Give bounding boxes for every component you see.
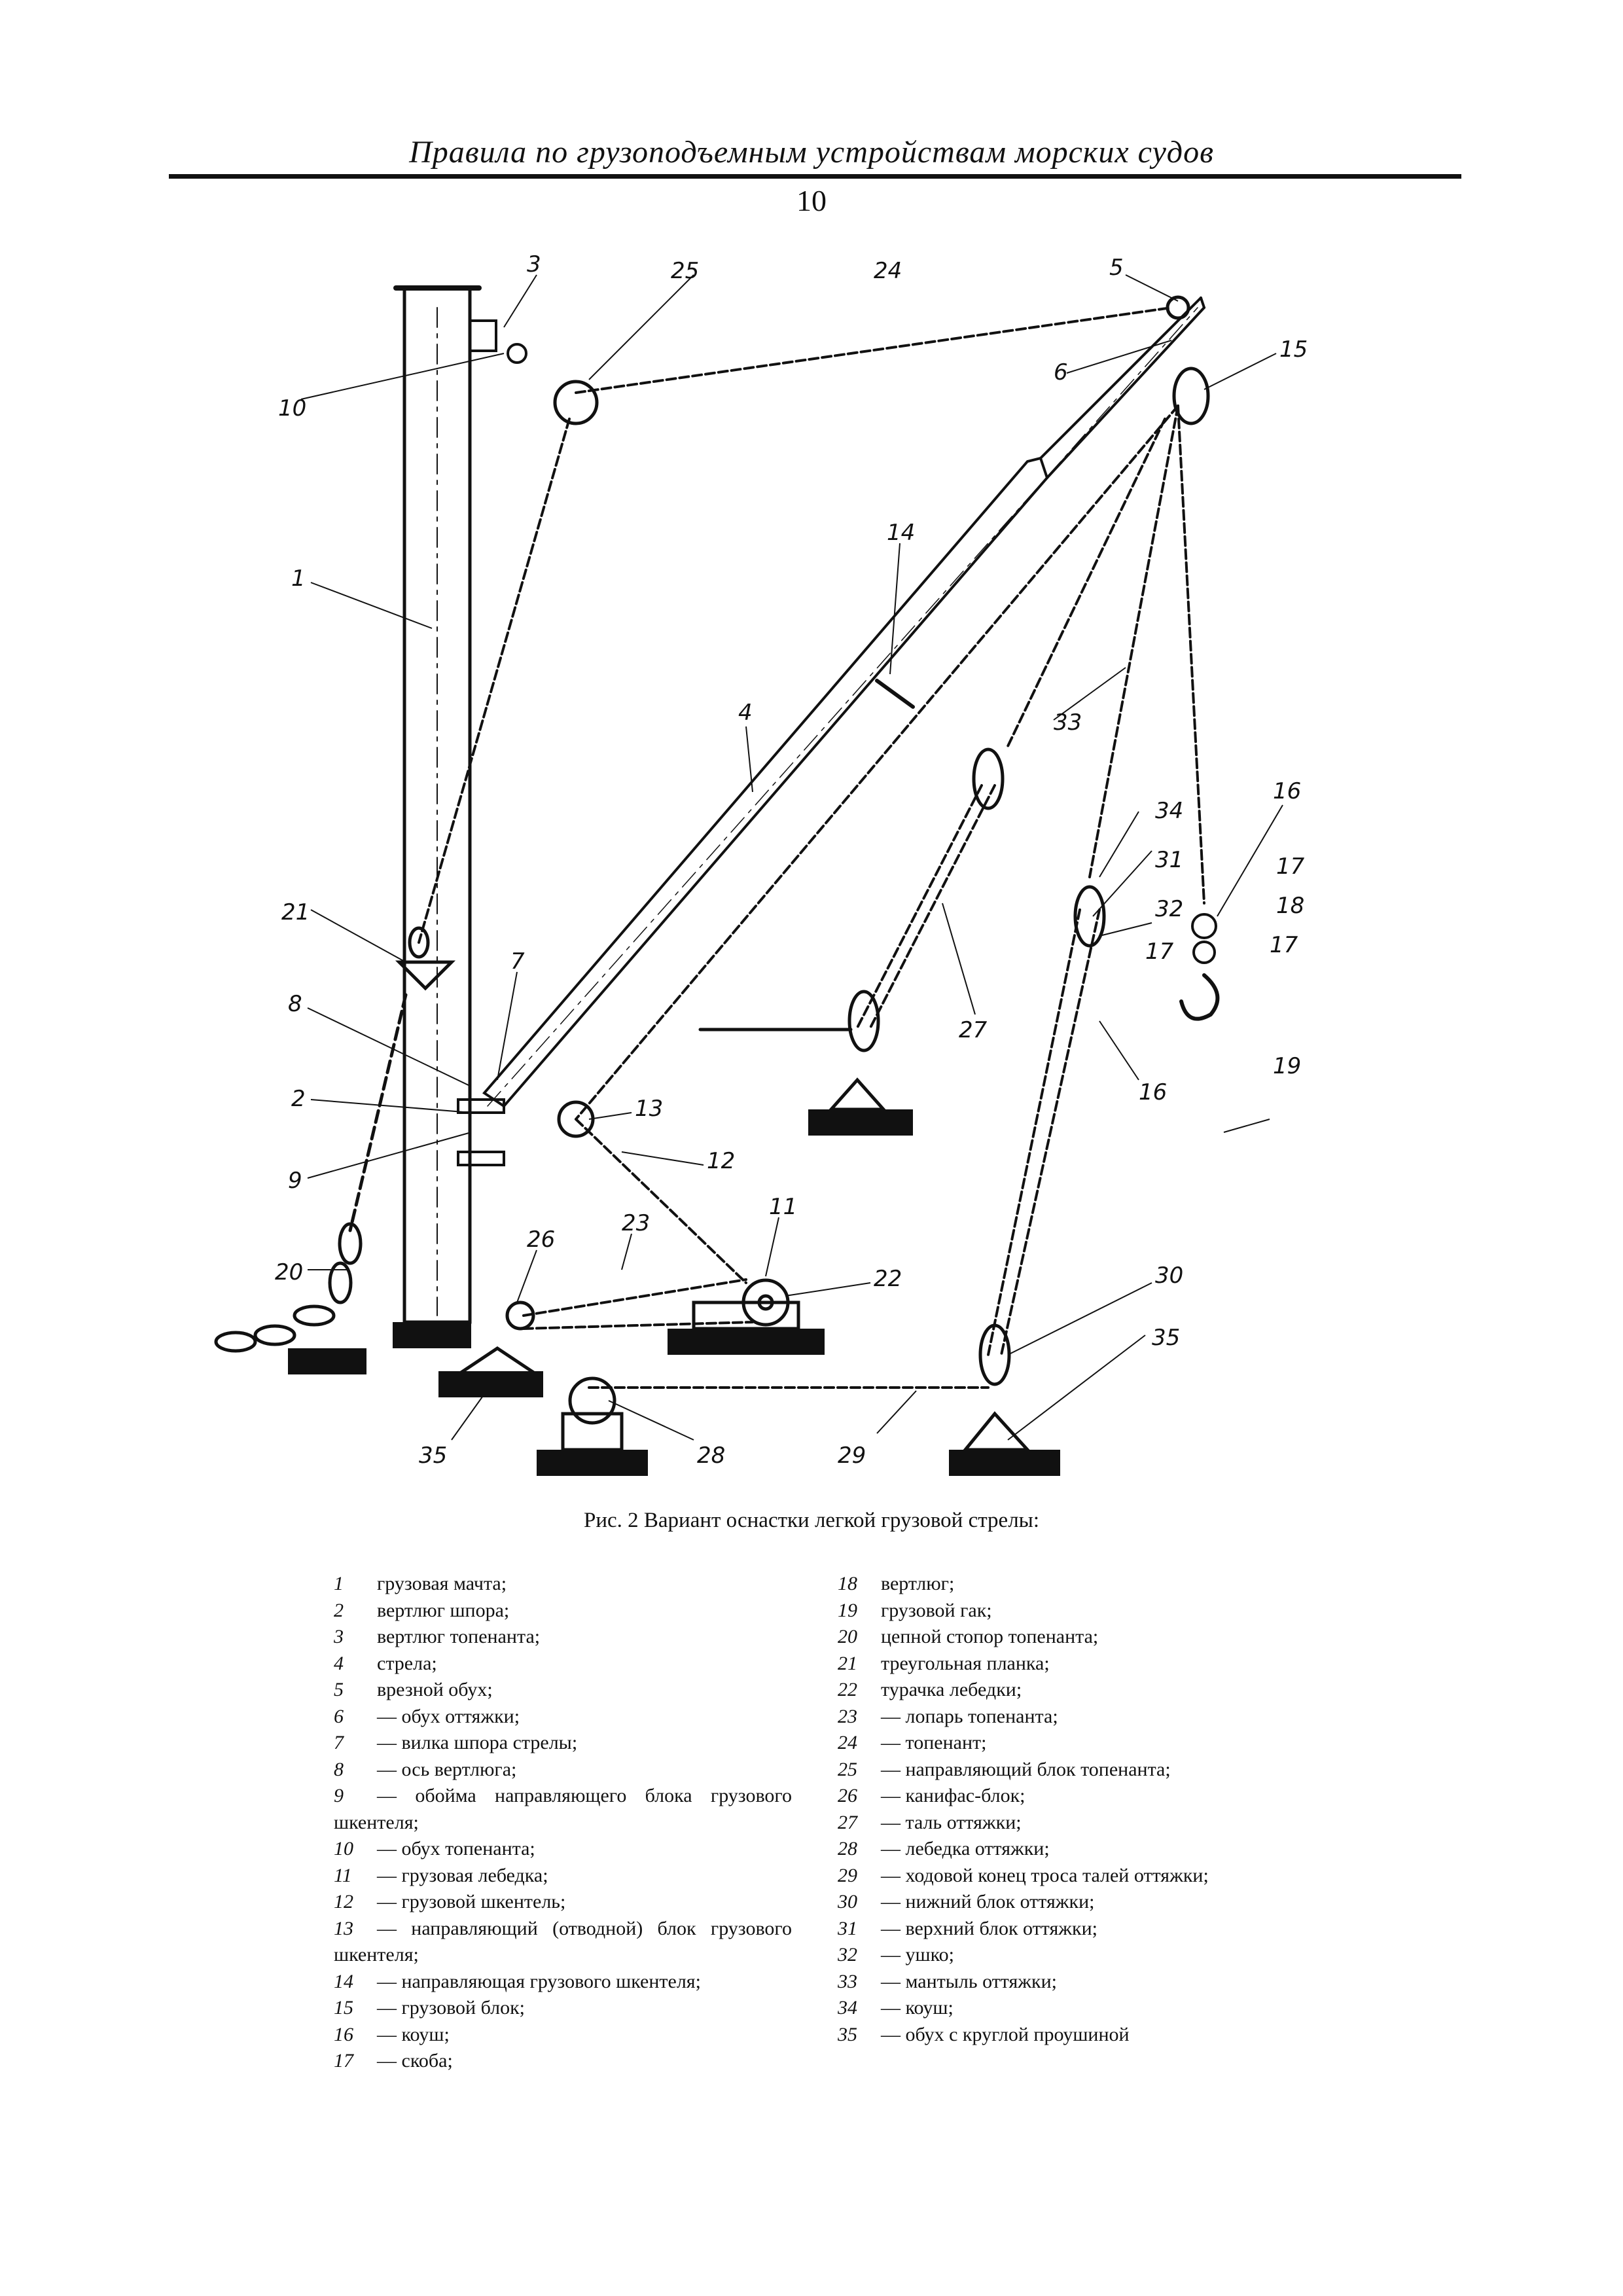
callout-10: 10	[278, 395, 306, 422]
callout-8: 8	[288, 991, 302, 1017]
legend-item: 27— таль оттяжки;	[838, 1811, 1022, 1833]
callout-32: 32	[1155, 896, 1183, 922]
page-number: 10	[796, 184, 827, 217]
legend-item: 6— обух оттяжки;	[334, 1705, 520, 1727]
guy-tackle-middle	[856, 418, 1166, 1029]
callout-1: 1	[291, 565, 306, 592]
cargo-fall-drawing	[575, 404, 1205, 1284]
mast-drawing	[393, 285, 505, 1324]
chain-stopper	[214, 926, 456, 1353]
legend-item: 17— скоба;	[334, 2050, 453, 2072]
legend-item: 24— топенант;	[838, 1732, 987, 1753]
cargo-boom-rigging-drawing: 1 2 3 4 5 6 7 8 9 10 11 12 13 14 15 16 1…	[196, 242, 1361, 1505]
callout-13: 13	[635, 1096, 663, 1122]
callout-7: 7	[510, 948, 525, 975]
legend-item: 11— грузовая лебедка;	[334, 1864, 548, 1886]
legend-item: 7— вилка шпора стрелы;	[334, 1732, 578, 1753]
legend-item: 28— лебедка оттяжки;	[838, 1838, 1050, 1859]
callout-6: 6	[1054, 359, 1068, 386]
legend-item: 16— коуш;	[334, 2023, 450, 2045]
callout-27: 27	[959, 1017, 988, 1043]
callout-35b: 35	[419, 1443, 447, 1469]
legend-item: 25— направляющий блок топенанта;	[838, 1758, 1171, 1780]
callout-19: 19	[1273, 1053, 1301, 1079]
callout-30: 30	[1155, 1263, 1183, 1289]
callout-20: 20	[275, 1259, 303, 1285]
callout-24: 24	[874, 258, 902, 284]
legend-item: 33— мантыль оттяжки;	[838, 1970, 1057, 1992]
legend-item: 34— коуш;	[838, 1997, 954, 2018]
callout-5: 5	[1109, 255, 1124, 281]
legend-item: 30— нижний блок оттяжки;	[838, 1891, 1095, 1912]
callout-21: 21	[281, 899, 310, 925]
callout-14: 14	[887, 520, 915, 546]
legend-item: 35— обух с круглой проушиной	[838, 2023, 1130, 2045]
legend-item: 8— ось вертлюга;	[334, 1758, 517, 1780]
callout-16a: 16	[1273, 778, 1301, 804]
figure-caption: Рис. 2 Вариант оснастки легкой грузовой …	[583, 1509, 1040, 1532]
legend-item: 13— направляющий (отводной) блок грузово…	[334, 1917, 792, 1966]
callout-31: 31	[1155, 847, 1183, 873]
legend-item: 14— направляющая грузового шкентеля;	[334, 1970, 701, 1992]
legend-item: 32— ушко;	[838, 1944, 954, 1965]
callout-16b: 16	[1139, 1079, 1167, 1105]
guy-tackle-right	[987, 404, 1179, 1356]
callout-4: 4	[738, 700, 753, 726]
legend-item: 23— лопарь топенанта;	[838, 1705, 1058, 1727]
callout-12: 12	[707, 1148, 735, 1174]
callout-18: 18	[1276, 893, 1304, 919]
callout-17a: 17	[1276, 853, 1305, 880]
callout-15: 15	[1279, 336, 1308, 363]
callout-35a: 35	[1152, 1325, 1180, 1351]
callout-29: 29	[838, 1443, 866, 1469]
callout-3: 3	[527, 251, 541, 278]
callout-17c: 17	[1145, 939, 1174, 965]
callout-25: 25	[671, 258, 699, 284]
deck-foundations	[288, 1109, 1060, 1476]
topping-lift-drawing	[418, 306, 1173, 944]
legend-item: 12— грузовой шкентель;	[334, 1891, 566, 1912]
legend-item: 9— обойма направляющего блока грузового …	[334, 1785, 792, 1833]
guy-winch-drawing	[561, 1376, 624, 1452]
callout-34: 34	[1155, 798, 1183, 824]
callout-22: 22	[874, 1266, 902, 1292]
callout-26: 26	[527, 1227, 555, 1253]
legend-item: 26— канифас-блок;	[838, 1785, 1026, 1806]
topping-lift-block	[553, 380, 599, 425]
callout-2: 2	[291, 1086, 306, 1112]
callout-11: 11	[769, 1194, 797, 1220]
callout-17b: 17	[1270, 932, 1298, 958]
callout-9: 9	[288, 1168, 302, 1194]
snatch-block	[505, 1300, 535, 1331]
header-rule	[169, 174, 1461, 179]
callout-23: 23	[622, 1210, 650, 1236]
legend-item: 15— грузовой блок;	[334, 1997, 525, 2018]
boom-drawing	[482, 296, 1205, 1108]
legend-item: 10— обух топенанта;	[334, 1838, 535, 1859]
legend-item: 29— ходовой конец троса талей оттяжки;	[838, 1864, 1209, 1886]
callout-28: 28	[697, 1443, 725, 1469]
callout-33: 33	[1054, 709, 1082, 736]
running-header: Правила по грузоподъемным устройствам мо…	[409, 135, 1214, 170]
legend-item: 31— верхний блок оттяжки;	[838, 1917, 1097, 1939]
